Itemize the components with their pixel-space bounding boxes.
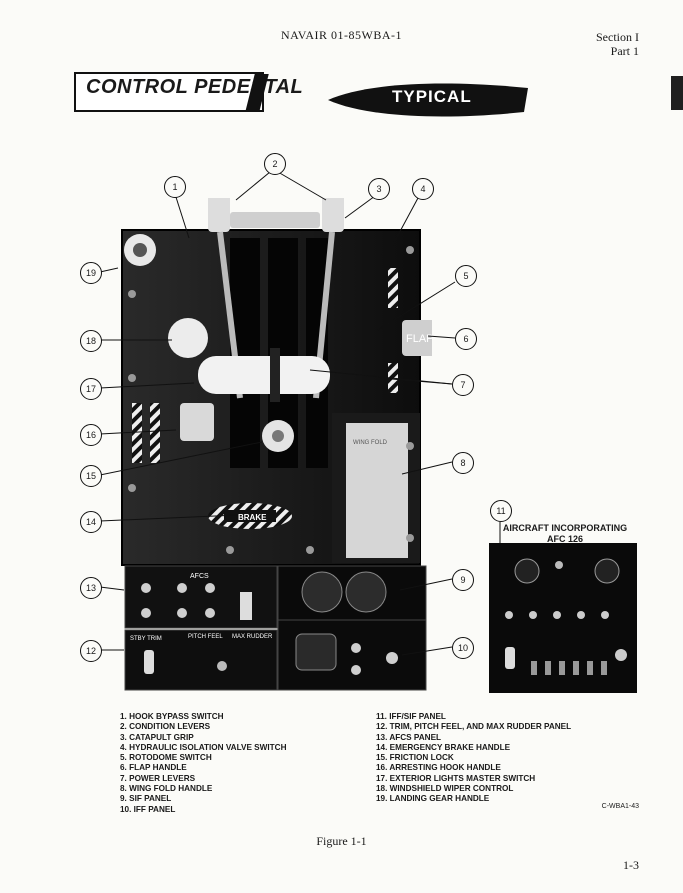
legend-item: 4. HYDRAULIC ISOLATION VALVE SWITCH	[120, 742, 287, 752]
wing-fold-label: WING FOLD	[353, 440, 388, 446]
callout-6: 6	[455, 328, 477, 350]
max-rudder-label: MAX RUDDER	[232, 634, 273, 640]
control-pedestal-photo: FLAP WING FOLD BRAKE AFCS STBY TRIM PITC…	[121, 198, 432, 691]
legend-item: 7. POWER LEVERS	[120, 773, 196, 783]
legend-item: 2. CONDITION LEVERS	[120, 722, 211, 732]
callout-17: 17	[80, 378, 102, 400]
callout-4: 4	[412, 178, 434, 200]
legend-item: 6. FLAP HANDLE	[120, 763, 187, 773]
document-number: NAVAIR 01-85WBA-1	[280, 28, 403, 42]
drawing-code: C-WBA1-43	[601, 803, 639, 810]
inset-caption-line2: AFC 126	[546, 534, 583, 544]
brake-handle-label: BRAKE	[238, 513, 267, 522]
iff-sif-panel-photo	[489, 543, 637, 693]
callout-7: 7	[452, 374, 474, 396]
page-number: 1-3	[623, 858, 639, 872]
part-text: Part 1	[610, 44, 639, 58]
legend-item: 10. IFF PANEL	[120, 804, 176, 814]
legend-item: 11. IFF/SIF PANEL	[376, 712, 446, 721]
section-label: Section I Part 1	[596, 30, 639, 58]
callout-10: 10	[452, 637, 474, 659]
legend-item: 17. EXTERIOR LIGHTS MASTER SWITCH	[376, 773, 536, 783]
legend-right: 11. IFF/SIF PANEL 12. TRIM, PITCH FEEL, …	[376, 712, 571, 805]
callout-8: 8	[452, 452, 474, 474]
callout-1: 1	[164, 176, 186, 198]
callout-19: 19	[80, 262, 102, 284]
pitch-feel-label: PITCH FEEL	[188, 634, 223, 640]
page-title: CONTROL PEDESTAL	[86, 76, 304, 98]
typical-badge-shape	[328, 83, 528, 117]
legend-item: 1. HOOK BYPASS SWITCH	[120, 712, 224, 721]
legend-item: 16. ARRESTING HOOK HANDLE	[376, 763, 501, 773]
callout-15: 15	[80, 465, 102, 487]
flap-handle-label: FLAP	[406, 333, 432, 345]
figure-caption: Figure 1-1	[316, 834, 367, 848]
callout-5: 5	[455, 265, 477, 287]
legend-item: 8. WING FOLD HANDLE	[120, 784, 213, 794]
callout-16: 16	[80, 424, 102, 446]
inset-caption-line1: AIRCRAFT INCORPORATING	[502, 523, 628, 533]
callout-18: 18	[80, 330, 102, 352]
legend-item: 13. AFCS PANEL	[376, 732, 442, 742]
legend-item: 3. CATAPULT GRIP	[120, 732, 194, 742]
callout-12: 12	[80, 640, 102, 662]
legend-item: 14. EMERGENCY BRAKE HANDLE	[376, 742, 511, 752]
legend-item: 15. FRICTION LOCK	[376, 753, 454, 763]
thumb-tab	[671, 76, 683, 110]
callout-13: 13	[80, 577, 102, 599]
typical-badge: TYPICAL	[392, 87, 472, 106]
afcs-panel-label: AFCS	[190, 573, 209, 580]
legend-item: 18. WINDSHIELD WIPER CONTROL	[376, 784, 514, 794]
callout-14: 14	[80, 511, 102, 533]
legend-item: 12. TRIM, PITCH FEEL, AND MAX RUDDER PAN…	[376, 722, 572, 732]
legend-item: 19. LANDING GEAR HANDLE	[376, 794, 490, 804]
legend-item: 9. SIF PANEL	[120, 794, 172, 804]
callout-9: 9	[452, 569, 474, 591]
legend-item: 5. ROTODOME SWITCH	[120, 753, 212, 763]
callout-3: 3	[368, 178, 390, 200]
stby-trim-label: STBY TRIM	[130, 636, 162, 642]
inset-caption: AIRCRAFT INCORPORATING AFC 126	[490, 523, 640, 545]
section-text: Section I	[596, 30, 639, 44]
callout-2: 2	[264, 153, 286, 175]
legend-left: 1. HOOK BYPASS SWITCH 2. CONDITION LEVER…	[120, 712, 286, 815]
callout-11: 11	[490, 500, 512, 522]
